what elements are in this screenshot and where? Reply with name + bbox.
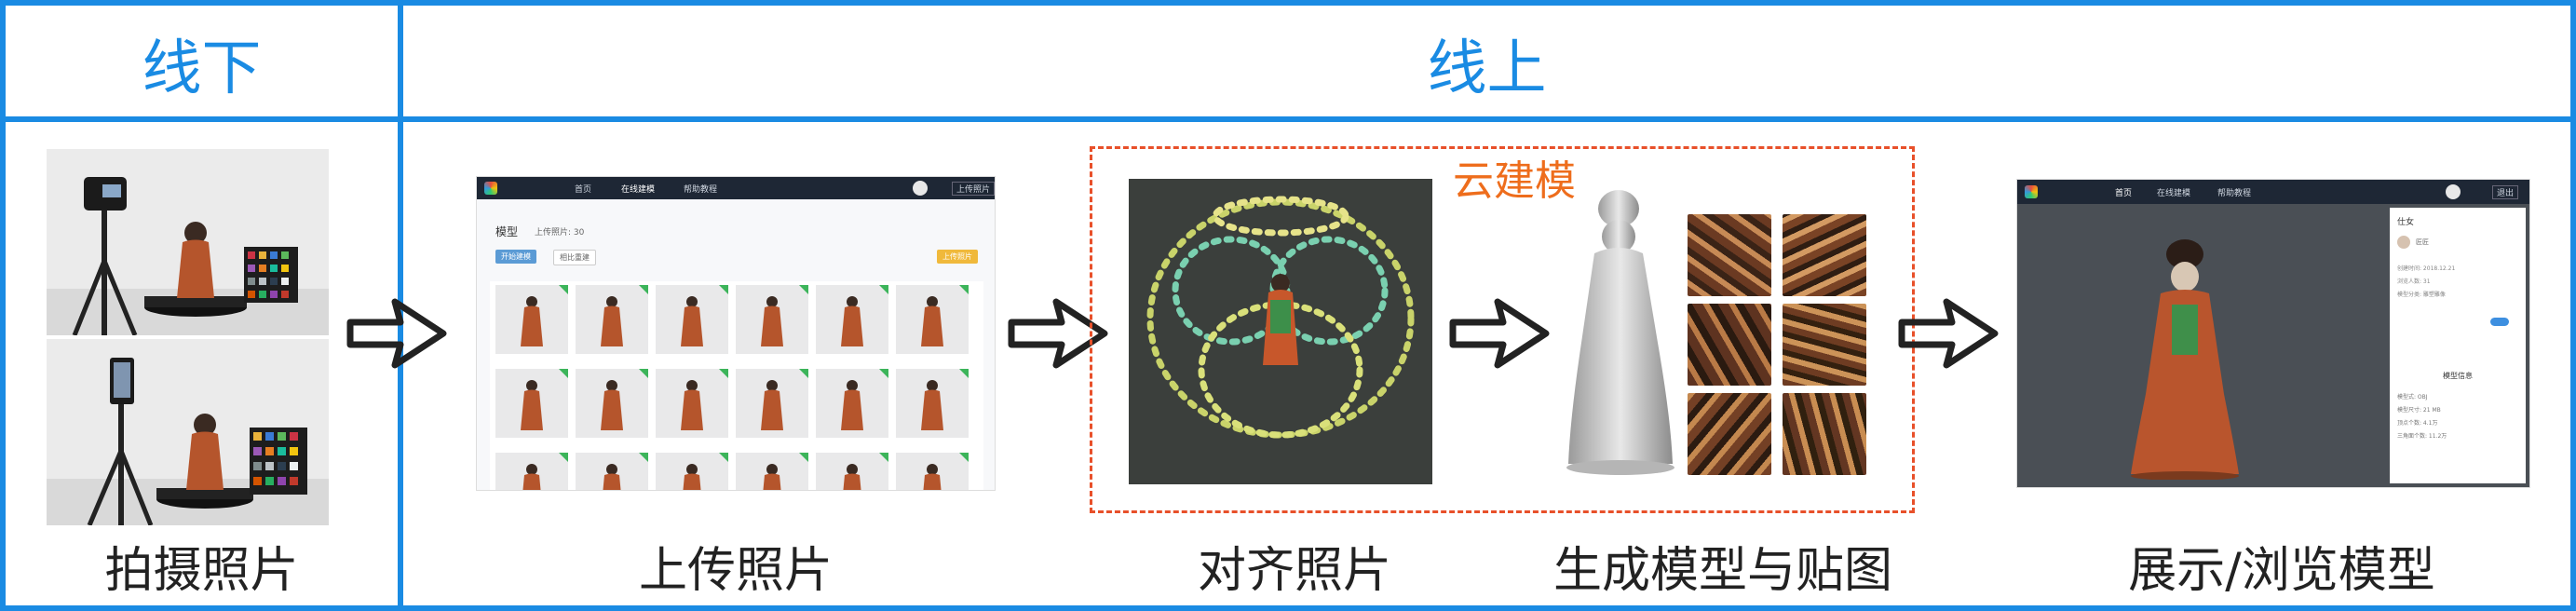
app-logo-icon bbox=[2025, 185, 2038, 198]
upload-section-title: 模型 bbox=[495, 225, 519, 238]
viewer-screen: 首页 在线建模 帮助教程 退出 仕女 匠匠 创建时间: 2018.12.21 浏… bbox=[2017, 180, 2529, 487]
nav-item-home[interactable]: 首页 bbox=[2115, 189, 2133, 198]
nav-item-help[interactable]: 帮助教程 bbox=[2217, 189, 2252, 198]
avatar[interactable] bbox=[913, 181, 928, 196]
nav-item-online-modeling[interactable]: 在线建模 bbox=[2157, 189, 2191, 198]
info-triangles: 三角面个数: 11.2万 bbox=[2397, 433, 2447, 440]
nav-item-home[interactable]: 首页 bbox=[575, 185, 592, 195]
photo-grid bbox=[490, 281, 983, 490]
meta-created: 创建时间: 2018.12.21 bbox=[2397, 265, 2456, 272]
model-info-title: 模型信息 bbox=[2443, 372, 2473, 380]
info-format: 模型式: OBJ bbox=[2397, 394, 2428, 401]
info-vertices: 顶点个数: 4.1万 bbox=[2397, 420, 2438, 427]
shooting-photo-phone bbox=[47, 339, 329, 525]
meta-category: 模型分类: 雕塑雕像 bbox=[2397, 292, 2446, 298]
alignment-viewport bbox=[1129, 179, 1432, 484]
author-name: 匠匠 bbox=[2416, 238, 2429, 246]
flow-arrow-3 bbox=[1449, 298, 1550, 369]
flow-arrow-1 bbox=[346, 298, 447, 369]
compare-button[interactable]: 相比重建 bbox=[553, 250, 596, 265]
start-modeling-button[interactable]: 开始建模 bbox=[495, 250, 536, 264]
caption-align-photos: 对齐照片 bbox=[1197, 543, 1391, 599]
meta-views: 浏览人数: 31 bbox=[2397, 278, 2431, 285]
model-title: 仕女 bbox=[2397, 218, 2415, 227]
app-logo-icon bbox=[484, 182, 497, 195]
texture-tiles bbox=[1688, 214, 1874, 475]
author-avatar bbox=[2397, 236, 2410, 249]
caption-upload-photos: 上传照片 bbox=[638, 543, 833, 599]
avatar[interactable] bbox=[2446, 184, 2461, 199]
upload-photos-button[interactable]: 上传照片 bbox=[937, 250, 978, 264]
upload-nav-bar: 首页 在线建模 帮助教程 上传照片 bbox=[477, 177, 995, 199]
viewer-logout-button[interactable]: 退出 bbox=[2492, 185, 2519, 199]
figurine-3d-model bbox=[2131, 239, 2239, 480]
caption-generate-model: 生成模型与贴图 bbox=[1552, 543, 1892, 599]
toggle-switch[interactable] bbox=[2490, 318, 2509, 326]
cloud-modeling-box bbox=[1090, 146, 1915, 513]
flow-arrow-4 bbox=[1898, 298, 1999, 369]
shooting-photo-camera bbox=[47, 149, 329, 335]
header-online: 线上 bbox=[1427, 34, 1547, 103]
viewer-nav-bar: 首页 在线建模 帮助教程 退出 bbox=[2017, 180, 2529, 204]
flow-arrow-2 bbox=[1008, 298, 1108, 369]
upload-logout-button[interactable]: 上传照片 bbox=[952, 182, 995, 196]
upload-screen: 首页 在线建模 帮助教程 上传照片 模型 上传照片: 30 开始建模 相比重建 … bbox=[477, 177, 995, 490]
caption-display-model: 展示/浏览模型 bbox=[2128, 543, 2435, 599]
nav-item-help[interactable]: 帮助教程 bbox=[684, 185, 718, 195]
header-offline: 线下 bbox=[142, 34, 262, 103]
info-size: 模型尺寸: 21 MB bbox=[2397, 407, 2441, 414]
info-sidebar: 仕女 匠匠 创建时间: 2018.12.21 浏览人数: 31 模型分类: 雕塑… bbox=[2390, 208, 2526, 483]
upload-count: 上传照片: 30 bbox=[535, 228, 585, 238]
gray-mesh-model bbox=[1566, 190, 1674, 475]
caption-shoot-photos: 拍摄照片 bbox=[104, 543, 299, 599]
cloud-modeling-label: 云建模 bbox=[1453, 157, 1576, 205]
nav-item-online-modeling[interactable]: 在线建模 bbox=[621, 185, 656, 195]
header-divider bbox=[0, 116, 2576, 122]
